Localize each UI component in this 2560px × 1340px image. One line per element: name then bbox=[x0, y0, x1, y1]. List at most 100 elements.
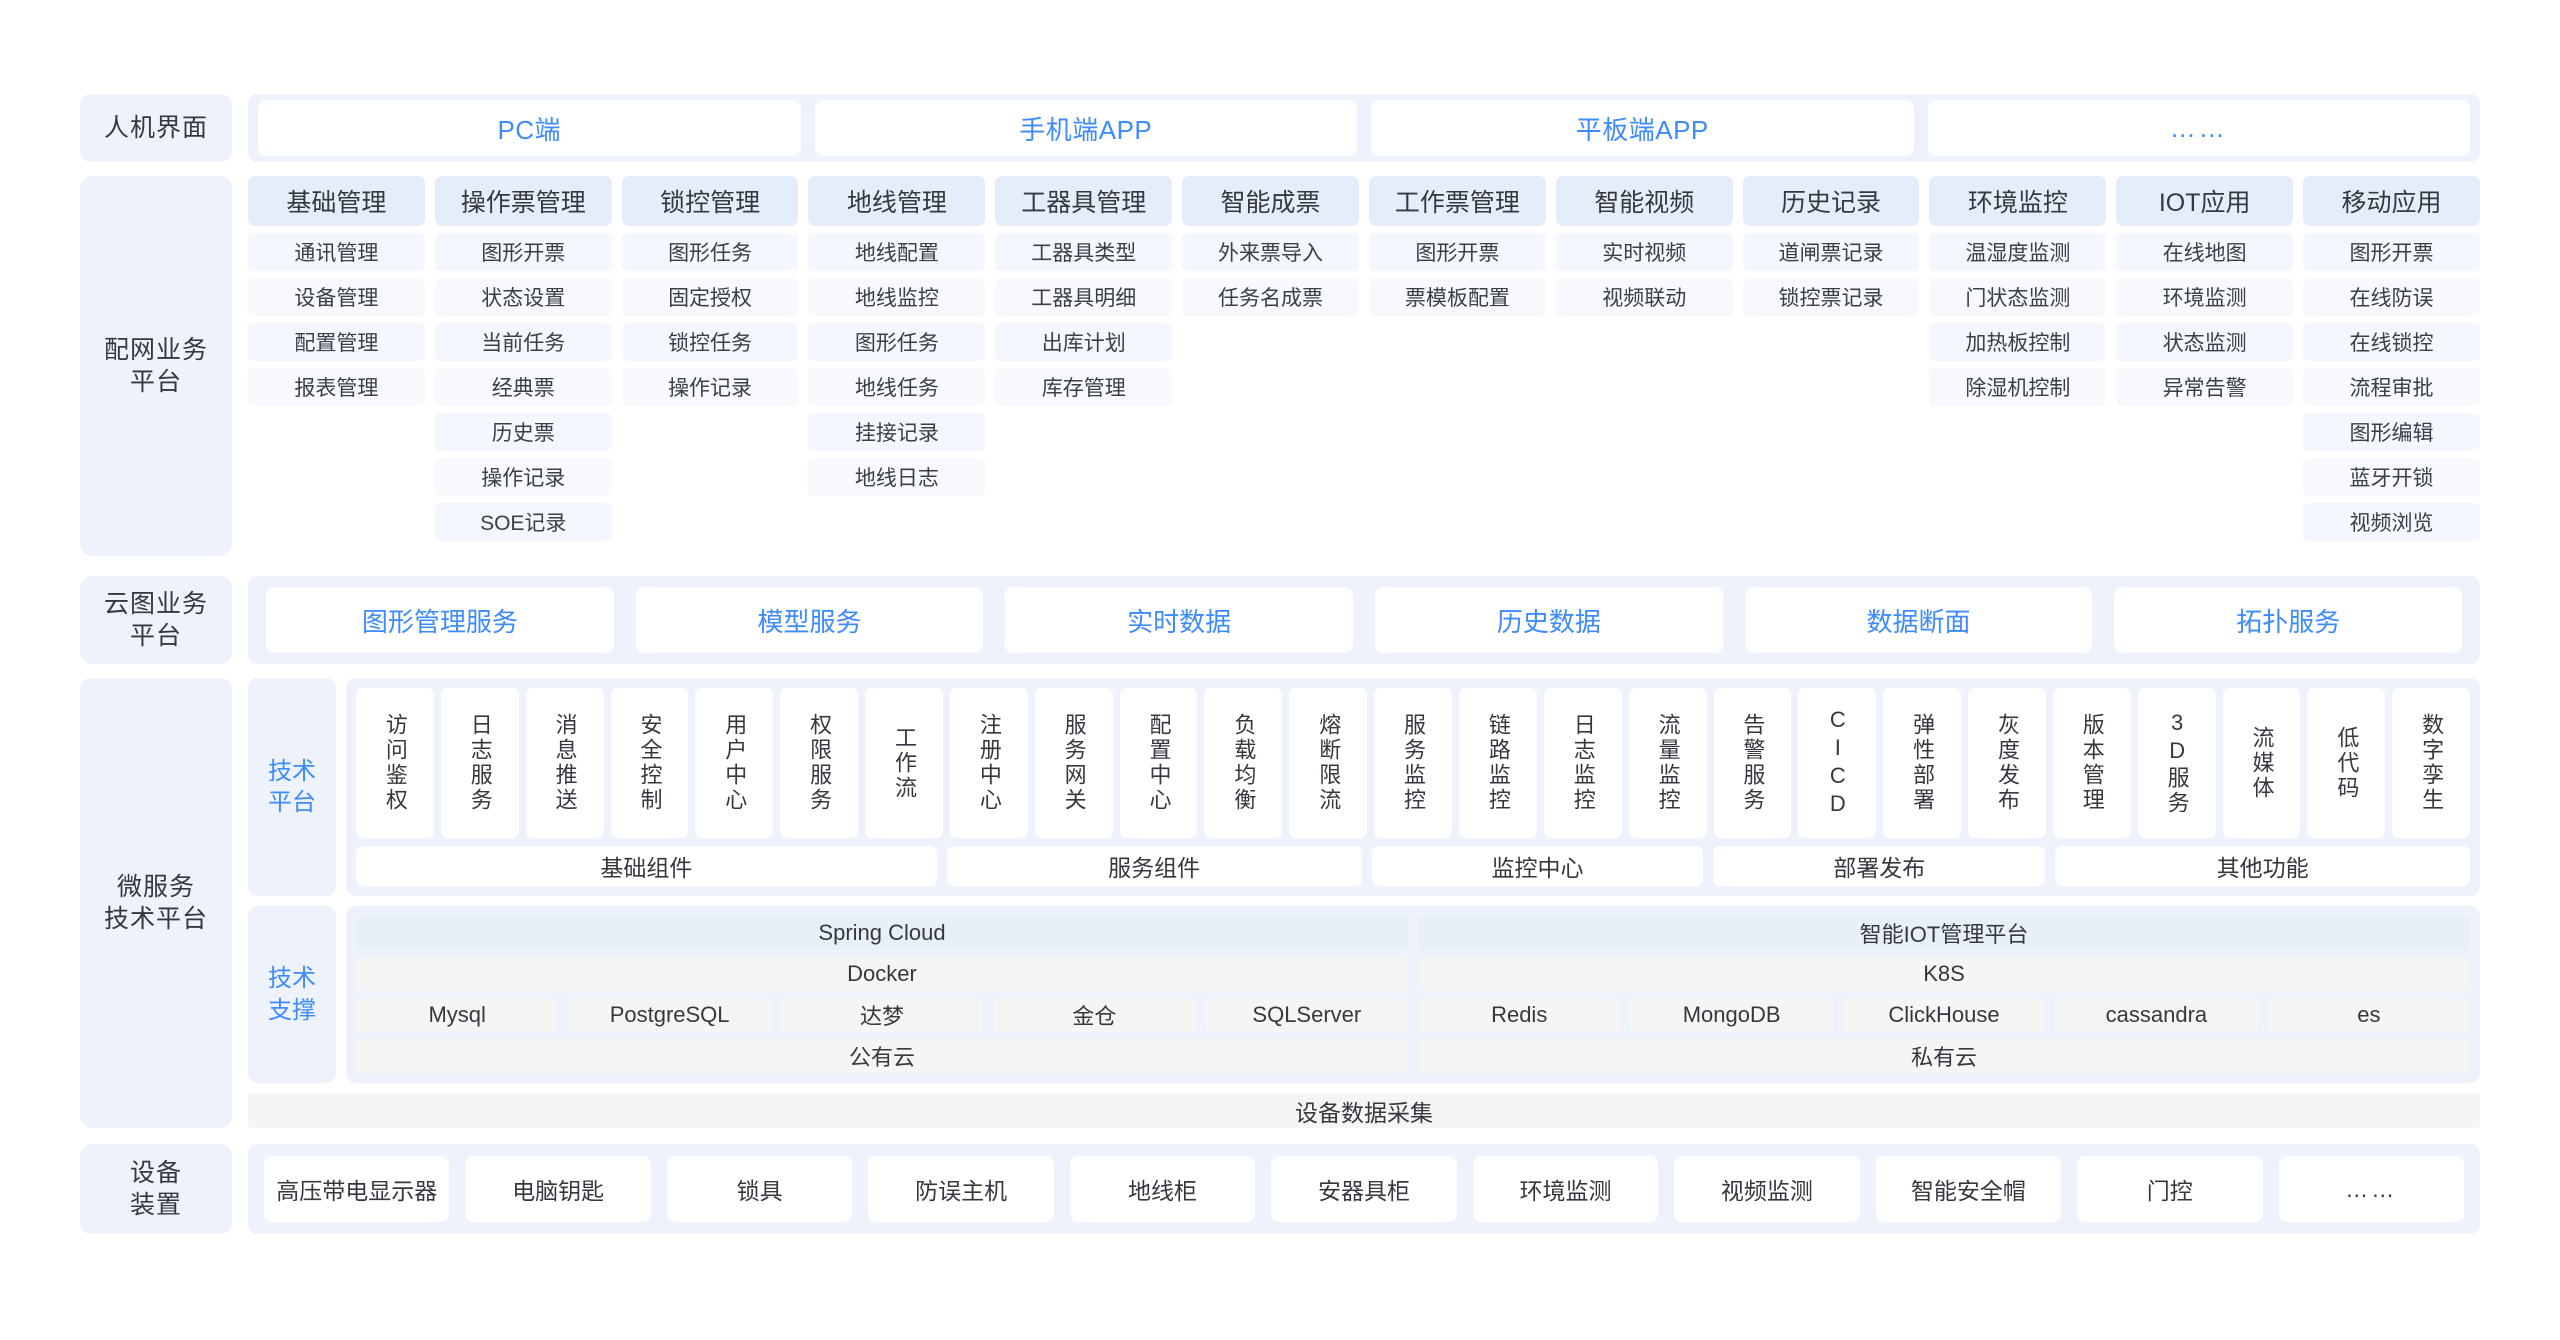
device-chip-8[interactable]: 智能安全帽 bbox=[1875, 1156, 2062, 1222]
tech-platform-cell-7[interactable]: 注册中心 bbox=[949, 688, 1028, 838]
device-chip-5[interactable]: 安器具柜 bbox=[1271, 1156, 1457, 1222]
business-item[interactable]: 在线防误 bbox=[2303, 278, 2480, 316]
business-item[interactable]: SOE记录 bbox=[434, 503, 612, 541]
business-item[interactable]: 经典票 bbox=[434, 368, 612, 406]
business-item[interactable]: 加热板控制 bbox=[1929, 323, 2107, 361]
tech-platform-cell-13[interactable]: 链路监控 bbox=[1458, 688, 1537, 838]
device-chip-7[interactable]: 视频监测 bbox=[1674, 1156, 1860, 1222]
tech-platform-cell-12[interactable]: 服务监控 bbox=[1374, 688, 1452, 838]
business-item[interactable]: 地线日志 bbox=[808, 458, 986, 496]
business-item[interactable]: 任务名成票 bbox=[1182, 278, 1359, 316]
tech-platform-cell-10[interactable]: 负载均衡 bbox=[1204, 688, 1283, 838]
business-item[interactable]: 道闸票记录 bbox=[1742, 233, 1920, 271]
device-chip-0[interactable]: 高压带电显示器 bbox=[264, 1156, 450, 1222]
device-chip-1[interactable]: 电脑钥匙 bbox=[465, 1156, 651, 1222]
business-item[interactable]: 设备管理 bbox=[248, 278, 425, 316]
business-item[interactable]: 视频浏览 bbox=[2303, 503, 2480, 541]
business-item[interactable]: 通讯管理 bbox=[248, 233, 425, 271]
database-chip-left-1[interactable]: PostgreSQL bbox=[568, 998, 771, 1032]
business-item[interactable]: 地线监控 bbox=[808, 278, 986, 316]
business-item[interactable]: 状态设置 bbox=[434, 278, 612, 316]
business-item[interactable]: 图形开票 bbox=[2303, 233, 2480, 271]
cloud-service-chip-5[interactable]: 拓扑服务 bbox=[2114, 587, 2463, 653]
cloud-service-chip-3[interactable]: 历史数据 bbox=[1375, 587, 1723, 653]
tech-platform-cell-19[interactable]: 灰度发布 bbox=[1968, 688, 2046, 838]
tech-platform-cell-6[interactable]: 工作流 bbox=[865, 688, 943, 838]
business-item[interactable]: 流程审批 bbox=[2303, 368, 2480, 406]
device-chip-6[interactable]: 环境监测 bbox=[1472, 1156, 1659, 1222]
business-item[interactable]: 工器具明细 bbox=[995, 278, 1173, 316]
business-item[interactable]: 图形编辑 bbox=[2303, 413, 2480, 451]
business-item[interactable]: 门状态监测 bbox=[1929, 278, 2107, 316]
database-chip-left-2[interactable]: 达梦 bbox=[780, 998, 984, 1032]
hmi-chip-2[interactable]: 平板端APP bbox=[1371, 100, 1914, 156]
cloud-service-chip-1[interactable]: 模型服务 bbox=[635, 587, 984, 653]
database-chip-left-0[interactable]: Mysql bbox=[356, 998, 559, 1032]
tech-platform-cell-18[interactable]: 弹性部署 bbox=[1883, 688, 1962, 838]
business-item[interactable]: 图形开票 bbox=[434, 233, 612, 271]
business-item[interactable]: 历史票 bbox=[434, 413, 612, 451]
device-chip-4[interactable]: 地线柜 bbox=[1069, 1156, 1256, 1222]
cloud-service-chip-2[interactable]: 实时数据 bbox=[1005, 587, 1354, 653]
device-chip-3[interactable]: 防误主机 bbox=[868, 1156, 1054, 1222]
business-item[interactable]: 库存管理 bbox=[995, 368, 1173, 406]
database-chip-right-3[interactable]: cassandra bbox=[2055, 998, 2258, 1032]
database-chip-right-1[interactable]: MongoDB bbox=[1630, 998, 1833, 1032]
database-chip-right-4[interactable]: es bbox=[2267, 998, 2471, 1032]
tech-platform-cell-22[interactable]: 流媒体 bbox=[2222, 688, 2301, 838]
business-item[interactable]: 锁控任务 bbox=[621, 323, 799, 361]
business-item[interactable]: 蓝牙开锁 bbox=[2303, 458, 2480, 496]
business-item[interactable]: 出库计划 bbox=[995, 323, 1173, 361]
tech-platform-cell-4[interactable]: 用户中心 bbox=[695, 688, 774, 838]
business-item[interactable]: 地线任务 bbox=[808, 368, 986, 406]
business-item[interactable]: 图形任务 bbox=[808, 323, 986, 361]
tech-platform-cell-11[interactable]: 熔断限流 bbox=[1289, 688, 1368, 838]
hmi-chip-3[interactable]: …… bbox=[1927, 100, 2470, 156]
business-item[interactable]: 视频联动 bbox=[1555, 278, 1733, 316]
business-item[interactable]: 异常告警 bbox=[2116, 368, 2294, 406]
business-item[interactable]: 工器具类型 bbox=[995, 233, 1173, 271]
business-item[interactable]: 外来票导入 bbox=[1182, 233, 1359, 271]
tech-platform-cell-16[interactable]: 告警服务 bbox=[1713, 688, 1792, 838]
database-chip-left-3[interactable]: 金仓 bbox=[993, 998, 1196, 1032]
business-item[interactable]: 锁控票记录 bbox=[1742, 278, 1920, 316]
business-item[interactable]: 挂接记录 bbox=[808, 413, 986, 451]
tech-platform-cell-17[interactable]: CICD bbox=[1798, 688, 1877, 838]
business-item[interactable]: 操作记录 bbox=[434, 458, 612, 496]
device-chip-9[interactable]: 门控 bbox=[2077, 1156, 2263, 1222]
business-item[interactable]: 在线地图 bbox=[2116, 233, 2294, 271]
business-item[interactable]: 环境监测 bbox=[2116, 278, 2294, 316]
tech-platform-cell-24[interactable]: 数字孪生 bbox=[2392, 688, 2471, 838]
business-item[interactable]: 图形开票 bbox=[1368, 233, 1546, 271]
hmi-chip-0[interactable]: PC端 bbox=[258, 100, 801, 156]
database-chip-right-2[interactable]: ClickHouse bbox=[1842, 998, 2046, 1032]
device-chip-10[interactable]: …… bbox=[2278, 1156, 2464, 1222]
business-item[interactable]: 配置管理 bbox=[248, 323, 425, 361]
tech-platform-cell-21[interactable]: 3D服务 bbox=[2137, 688, 2216, 838]
business-item[interactable]: 温湿度监测 bbox=[1929, 233, 2107, 271]
tech-platform-cell-0[interactable]: 访问鉴权 bbox=[356, 688, 434, 838]
business-item[interactable]: 状态监测 bbox=[2116, 323, 2294, 361]
business-item[interactable]: 操作记录 bbox=[621, 368, 799, 406]
business-item[interactable]: 当前任务 bbox=[434, 323, 612, 361]
tech-platform-cell-8[interactable]: 服务网关 bbox=[1034, 688, 1113, 838]
tech-platform-cell-3[interactable]: 安全控制 bbox=[610, 688, 689, 838]
tech-platform-cell-9[interactable]: 配置中心 bbox=[1119, 688, 1198, 838]
business-item[interactable]: 报表管理 bbox=[248, 368, 425, 406]
cloud-service-chip-4[interactable]: 数据断面 bbox=[1744, 587, 2093, 653]
tech-platform-cell-23[interactable]: 低代码 bbox=[2307, 688, 2386, 838]
business-item[interactable]: 在线锁控 bbox=[2303, 323, 2480, 361]
tech-platform-cell-5[interactable]: 权限服务 bbox=[780, 688, 859, 838]
database-chip-right-0[interactable]: Redis bbox=[1418, 998, 1621, 1032]
business-item[interactable]: 除湿机控制 bbox=[1929, 368, 2107, 406]
business-item[interactable]: 固定授权 bbox=[621, 278, 799, 316]
business-item[interactable]: 图形任务 bbox=[621, 233, 799, 271]
tech-platform-cell-1[interactable]: 日志服务 bbox=[440, 688, 519, 838]
tech-platform-cell-2[interactable]: 消息推送 bbox=[525, 688, 604, 838]
business-item[interactable]: 实时视频 bbox=[1555, 233, 1733, 271]
tech-platform-cell-15[interactable]: 流量监控 bbox=[1628, 688, 1707, 838]
cloud-service-chip-0[interactable]: 图形管理服务 bbox=[266, 587, 614, 653]
device-chip-2[interactable]: 锁具 bbox=[666, 1156, 853, 1222]
business-item[interactable]: 地线配置 bbox=[808, 233, 986, 271]
business-item[interactable]: 票模板配置 bbox=[1368, 278, 1546, 316]
